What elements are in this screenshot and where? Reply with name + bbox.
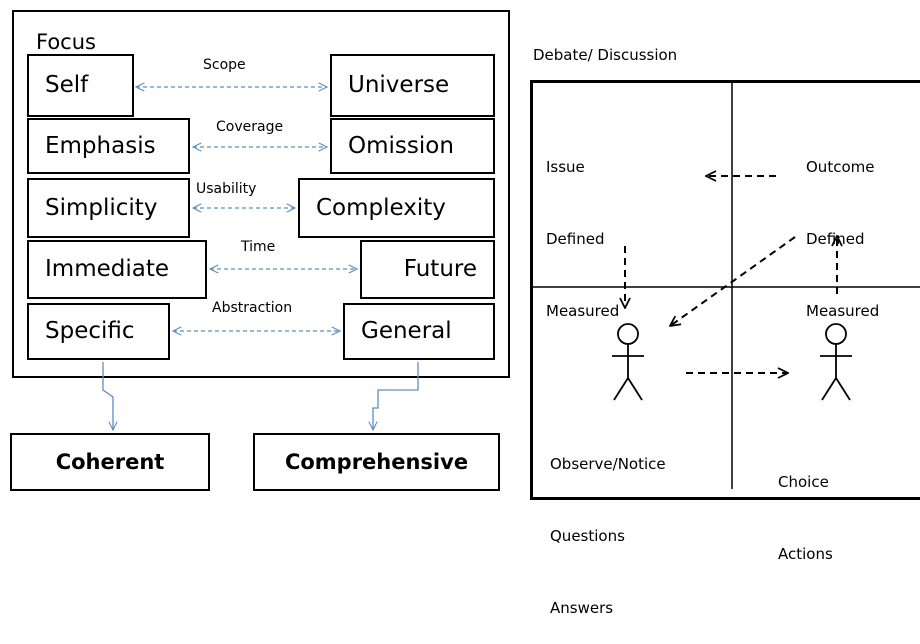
general-label: General: [361, 318, 452, 344]
universe-box: Universe: [330, 54, 495, 117]
complexity-box: Complexity: [298, 178, 495, 238]
omission-box: Omission: [330, 118, 495, 174]
actions-line: Actions: [778, 545, 833, 563]
observer-figure: [612, 323, 644, 401]
outcome-to-observe-arrow: [670, 236, 796, 326]
emphasis-label: Emphasis: [45, 132, 156, 159]
coherent-box: Coherent: [10, 433, 210, 491]
self-box: Self: [27, 54, 134, 117]
coherent-label: Coherent: [55, 450, 165, 474]
outcome-measured-line: Measured: [806, 302, 880, 320]
abstraction-label: Abstraction: [212, 300, 293, 316]
comprehensive-label: Comprehensive: [284, 450, 469, 474]
universe-label: Universe: [348, 72, 450, 98]
observe-line: Observe/Notice: [550, 455, 666, 473]
coverage-label: Coverage: [216, 119, 284, 135]
omission-label: Omission: [348, 132, 454, 159]
self-label: Self: [45, 72, 89, 98]
actor-figure: [820, 323, 852, 401]
focus-frame: [12, 10, 510, 378]
general-box: General: [343, 303, 495, 360]
usability-label: Usability: [196, 181, 257, 197]
simplicity-box: Simplicity: [27, 178, 190, 238]
debate-title: Debate/ Discussion: [533, 46, 678, 64]
complexity-label: Complexity: [316, 194, 446, 221]
outcome-line: Outcome: [806, 158, 875, 176]
questions-line: Questions: [550, 527, 625, 545]
measured-line: Measured: [546, 302, 620, 320]
answers-line: Answers: [550, 599, 614, 617]
future-label: Future: [403, 256, 477, 282]
specific-box: Specific: [27, 303, 170, 360]
comprehensive-box: Comprehensive: [253, 433, 500, 491]
immediate-label: Immediate: [45, 256, 169, 282]
defined-line: Defined: [546, 230, 605, 248]
time-label: Time: [241, 239, 276, 255]
issue-line: Issue: [546, 158, 585, 176]
immediate-box: Immediate: [27, 240, 207, 299]
choice-line: Choice: [778, 473, 829, 491]
emphasis-box: Emphasis: [27, 118, 190, 174]
focus-title: Focus: [36, 30, 96, 54]
issue-text: Issue Defined Measured: [546, 107, 619, 347]
simplicity-label: Simplicity: [45, 194, 158, 221]
coherent-connector: [102, 362, 113, 430]
comprehensive-connector: [373, 362, 419, 430]
diagram-overlay: [102, 80, 920, 489]
future-box: Future: [360, 240, 495, 299]
specific-label: Specific: [45, 318, 135, 344]
scope-label: Scope: [203, 57, 246, 73]
